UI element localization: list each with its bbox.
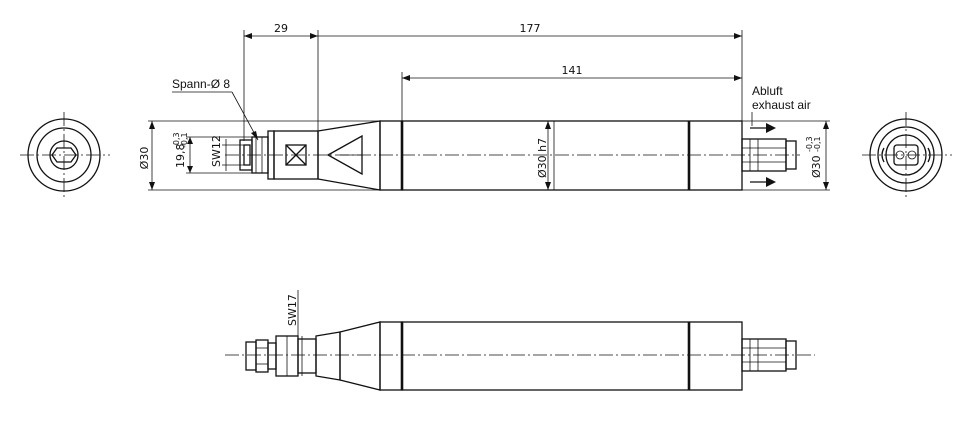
dia30-left-label: Ø30 bbox=[138, 147, 151, 170]
abluft-label: Abluft bbox=[752, 84, 783, 98]
sw17-label: SW17 bbox=[286, 294, 299, 326]
dim-sw12: SW12 bbox=[210, 135, 246, 171]
left-end-view bbox=[20, 112, 110, 198]
spann-label: Spann-Ø 8 bbox=[172, 77, 230, 91]
d198-label: 19,8 bbox=[174, 144, 187, 169]
dim-spann: Spann-Ø 8 bbox=[172, 77, 259, 141]
dim-dia30-right: Ø30 -0,3 -0,1 bbox=[742, 120, 830, 191]
right-end-view bbox=[862, 112, 952, 198]
dia30-right-label: Ø30 bbox=[810, 155, 823, 178]
dim-141-label: 141 bbox=[562, 64, 583, 77]
dim-177-label: 177 bbox=[520, 22, 541, 35]
sw12-label: SW12 bbox=[210, 135, 223, 167]
dim-29: 29 bbox=[243, 22, 319, 141]
dim-dia30-left: Ø30 bbox=[138, 120, 380, 191]
bottom-view: SW17 bbox=[225, 290, 815, 391]
dia30-tol-upper: -0,3 bbox=[805, 136, 814, 152]
dia30-tol-lower: -0,1 bbox=[813, 136, 822, 152]
exhaust-arrows bbox=[750, 123, 776, 187]
exhaust-label: Abluft exhaust air bbox=[751, 84, 811, 126]
dim-29-label: 29 bbox=[274, 22, 288, 35]
d198-tol-lower: -0,1 bbox=[180, 132, 189, 148]
dim-141: 141 bbox=[401, 64, 742, 121]
exhaust-air-label: exhaust air bbox=[752, 98, 811, 112]
dim-dia30h7: Ø30 h7 bbox=[536, 121, 551, 190]
dim-sw17: SW17 bbox=[286, 290, 303, 376]
d198-tol-upper: -0,3 bbox=[172, 132, 181, 148]
dim-177: 177 bbox=[318, 22, 743, 121]
dia30h7-label: Ø30 h7 bbox=[536, 138, 549, 178]
top-view: 29 177 141 Spann-Ø 8 bbox=[138, 22, 830, 191]
dim-19-8: 19,8 -0,3 -0,1 bbox=[172, 132, 252, 174]
